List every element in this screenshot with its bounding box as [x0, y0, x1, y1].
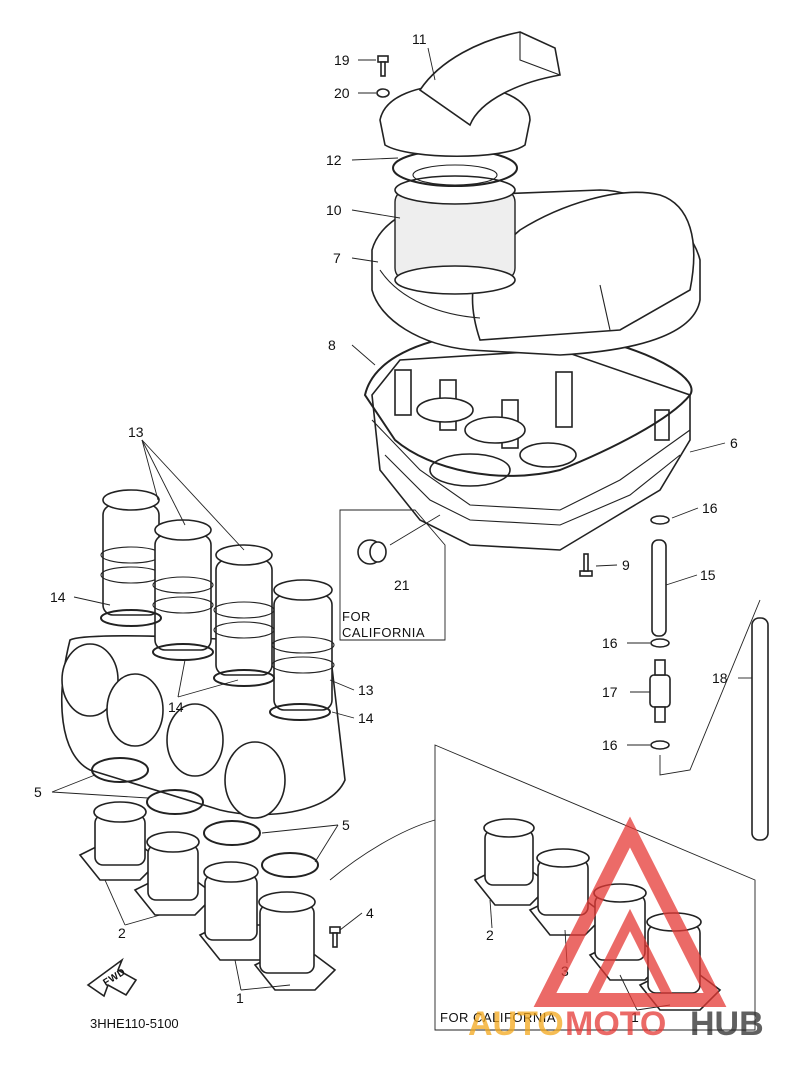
- clamp-14-1: [100, 609, 162, 627]
- clamp-14-4: [269, 703, 331, 721]
- clamp-14-2: [152, 643, 214, 661]
- breather-hose-area: [579, 515, 769, 841]
- grommet-21: [357, 539, 387, 565]
- watermark-auto: AUTO: [468, 1005, 564, 1043]
- callout-14-a: 14: [50, 589, 66, 605]
- callout-18: 18: [712, 670, 728, 686]
- callout-1-a: 1: [236, 990, 244, 1006]
- watermark-moto: MOTO: [565, 1005, 666, 1043]
- intake-joints: [78, 757, 341, 991]
- funnel-13-4: [271, 579, 335, 711]
- callout-16-c: 16: [602, 737, 618, 753]
- callout-15: 15: [700, 567, 716, 583]
- callout-12: 12: [326, 152, 342, 168]
- joint-1b: [253, 891, 337, 991]
- screw-19: [377, 55, 389, 77]
- air-intake-cap: [379, 84, 531, 157]
- watermark-logo: AUTO MOTO HUB: [468, 816, 764, 1043]
- callout-14-c: 14: [358, 710, 374, 726]
- callout-16-a: 16: [702, 500, 718, 516]
- callout-20: 20: [334, 85, 350, 101]
- california-note-a-line2: CALIFORNIA: [342, 625, 425, 640]
- fitting-17: [649, 659, 671, 723]
- washer-20: [376, 88, 390, 98]
- air-box-assembly: [363, 31, 701, 551]
- joint-2a: [78, 801, 162, 881]
- watermark-hub: HUB: [690, 1005, 764, 1043]
- callout-11: 11: [412, 31, 427, 47]
- funnel-13-2: [152, 519, 214, 651]
- callout-7: 7: [333, 250, 341, 266]
- callout-13-b: 13: [358, 682, 374, 698]
- callout-5-a: 5: [34, 784, 42, 800]
- funnel-13-3: [213, 544, 275, 676]
- band-5-4: [261, 852, 319, 878]
- air-intake-duct: [418, 31, 561, 127]
- hose-18: [751, 617, 769, 841]
- callout-1-b: 1: [631, 1009, 639, 1025]
- callout-2-b: 2: [486, 927, 494, 943]
- intake-stack: [61, 489, 346, 819]
- clip-16-bottom: [650, 740, 670, 750]
- california-note-b: FOR CALIFORNIA: [440, 1010, 556, 1025]
- callout-17: 17: [602, 684, 618, 700]
- callout-labels: 11 19 20 12 10 7 8 6 16 9 15 21 16 17 18…: [34, 31, 738, 1025]
- band-5-3: [203, 820, 261, 846]
- callout-8: 8: [328, 337, 336, 353]
- california-note-a-line1: FOR: [342, 609, 371, 624]
- callout-5-b: 5: [342, 817, 350, 833]
- california-inset-a: [339, 509, 446, 641]
- funnel-13-1: [100, 489, 162, 616]
- joint-2b: [133, 831, 217, 916]
- fwd-arrow: [86, 957, 138, 998]
- clip-16-top: [650, 515, 670, 525]
- callout-10: 10: [326, 202, 342, 218]
- screw-9: [579, 553, 593, 577]
- callout-4: 4: [366, 905, 374, 921]
- callout-9: 9: [622, 557, 630, 573]
- screw-4: [329, 926, 341, 948]
- clip-16-mid: [650, 638, 670, 648]
- callout-16-b: 16: [602, 635, 618, 651]
- diagram-code: 3HHE110-5100: [90, 1016, 179, 1031]
- callout-13-a: 13: [128, 424, 144, 440]
- clamp-14-3: [213, 669, 275, 687]
- callout-19: 19: [334, 52, 350, 68]
- callout-21: 21: [394, 577, 410, 593]
- hose-15: [651, 539, 667, 637]
- leader-lines: [51, 47, 752, 1011]
- california-inset-b: [329, 744, 756, 1031]
- callout-14-b: 14: [168, 699, 184, 715]
- band-5-2: [146, 789, 204, 815]
- callout-6: 6: [730, 435, 738, 451]
- callout-2-a: 2: [118, 925, 126, 941]
- band-5-1: [91, 757, 149, 783]
